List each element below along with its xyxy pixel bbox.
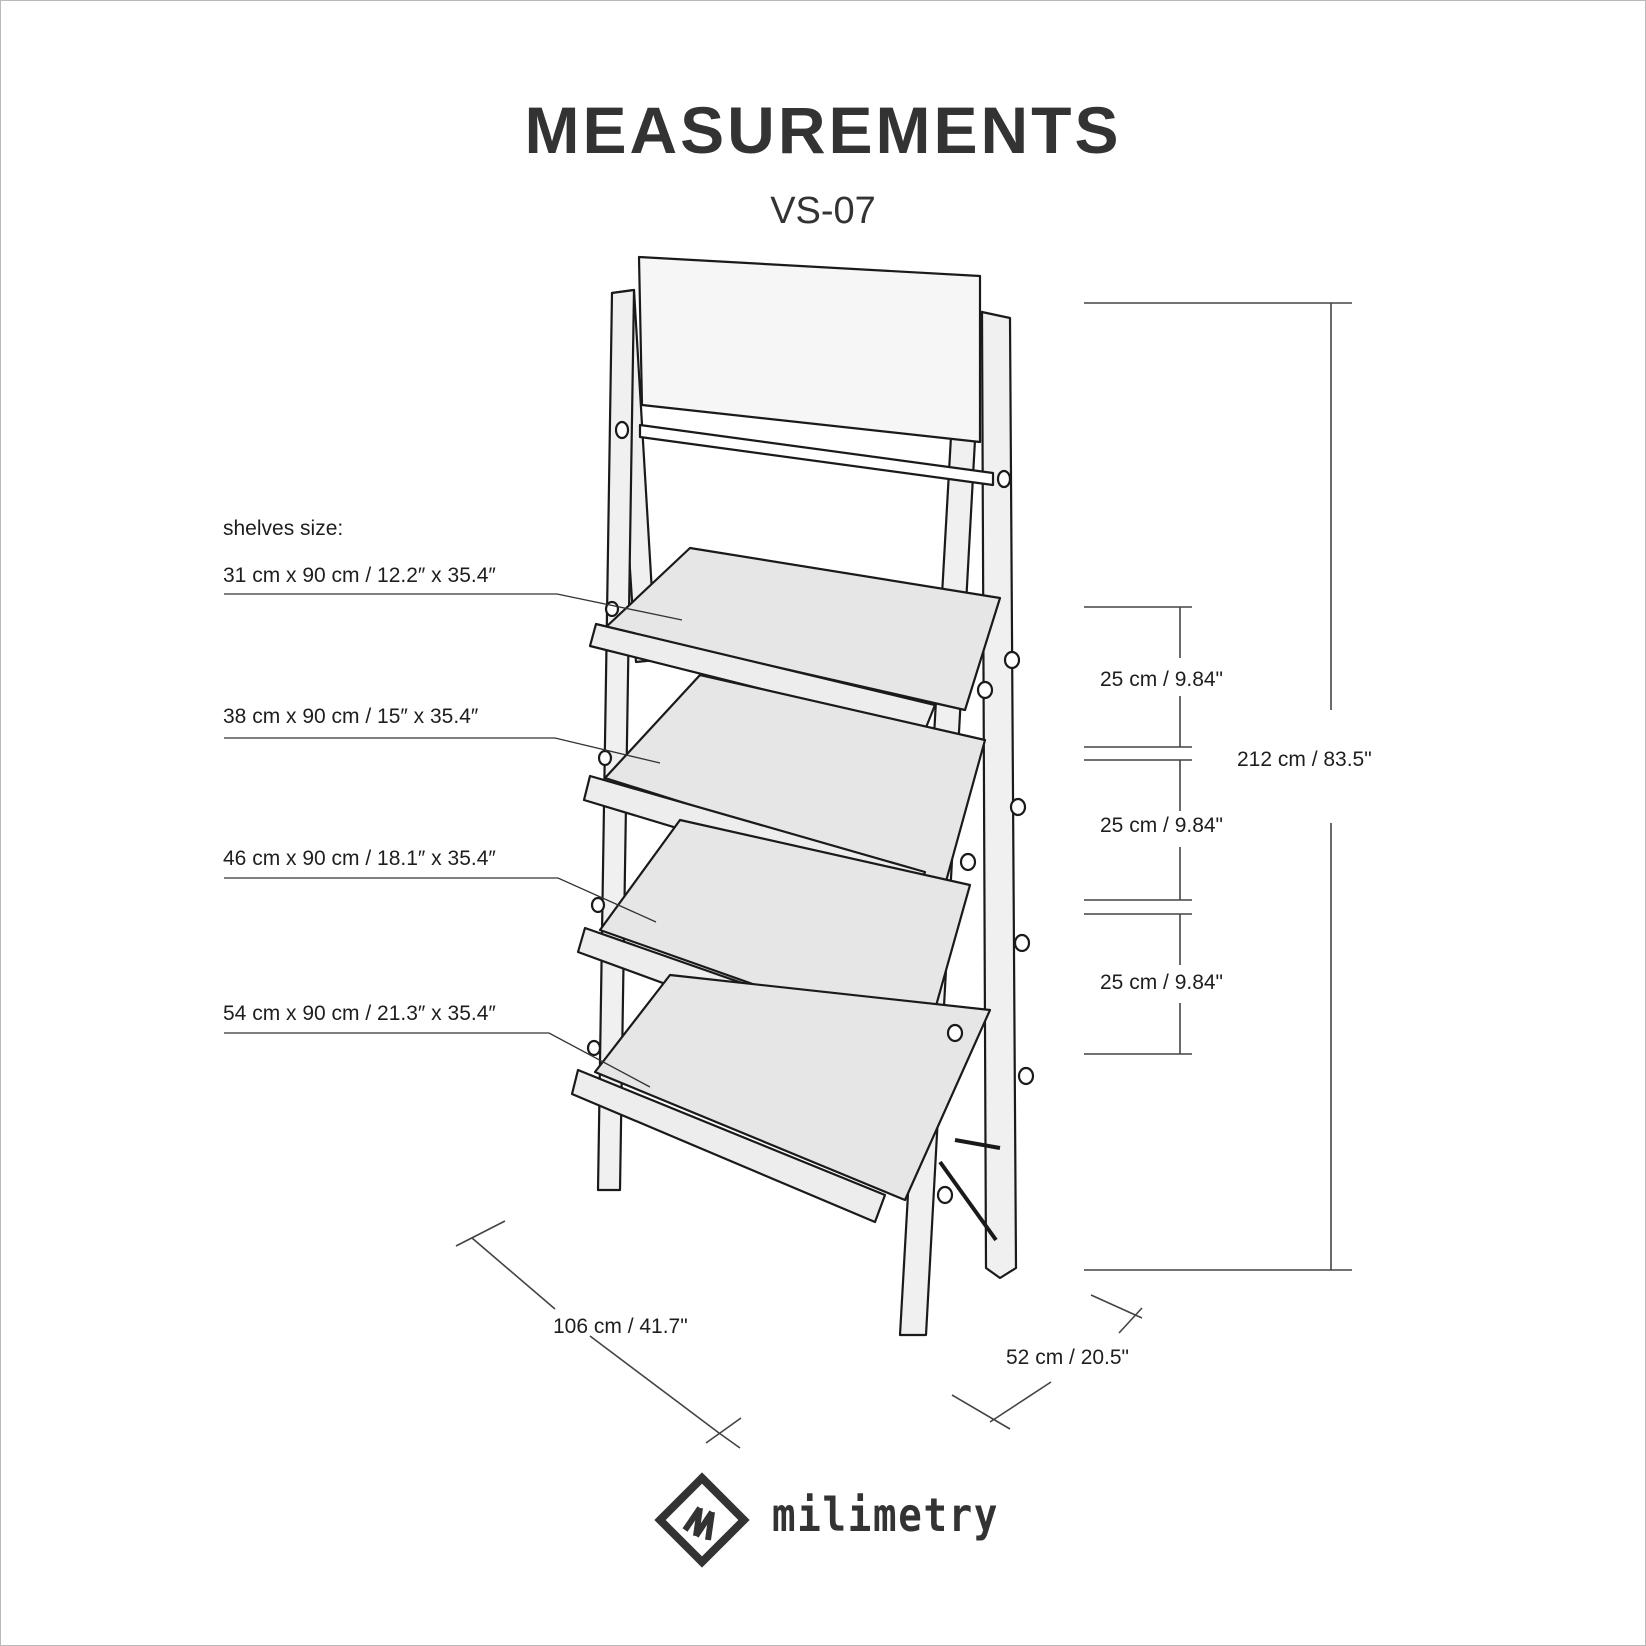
shelf-spacing-label: 25 cm / 9.84" xyxy=(1100,971,1224,994)
depth-label: 52 cm / 20.5" xyxy=(1006,1346,1130,1369)
shelf-size-label: 31 cm x 90 cm / 12.2″ x 35.4″ xyxy=(223,564,496,587)
page-title: MEASUREMENTS xyxy=(524,93,1122,167)
brand-name: milimetry xyxy=(772,1488,1000,1542)
shelf-1-leader xyxy=(224,593,683,621)
diamond-m-logo-icon xyxy=(654,1472,750,1568)
width-label: 106 cm / 41.7" xyxy=(553,1315,688,1338)
shelves-size-heading: shelves size: xyxy=(223,517,344,540)
shelf-2-leader xyxy=(224,737,661,764)
total-height-label: 212 cm / 83.5" xyxy=(1237,748,1372,771)
shelf-3-leader xyxy=(224,877,657,923)
shelf-4-leader xyxy=(224,1032,651,1088)
model-code: VS-07 xyxy=(770,190,876,232)
shelf-spacing-label: 25 cm / 9.84" xyxy=(1100,668,1224,691)
shelf-size-label: 46 cm x 90 cm / 18.1″ x 35.4″ xyxy=(223,847,496,870)
shelf-size-label: 54 cm x 90 cm / 21.3″ x 35.4″ xyxy=(223,1002,496,1025)
shelf-size-label: 38 cm x 90 cm / 15″ x 35.4″ xyxy=(223,705,479,728)
shelf-spacing-label: 25 cm / 9.84" xyxy=(1100,814,1224,837)
